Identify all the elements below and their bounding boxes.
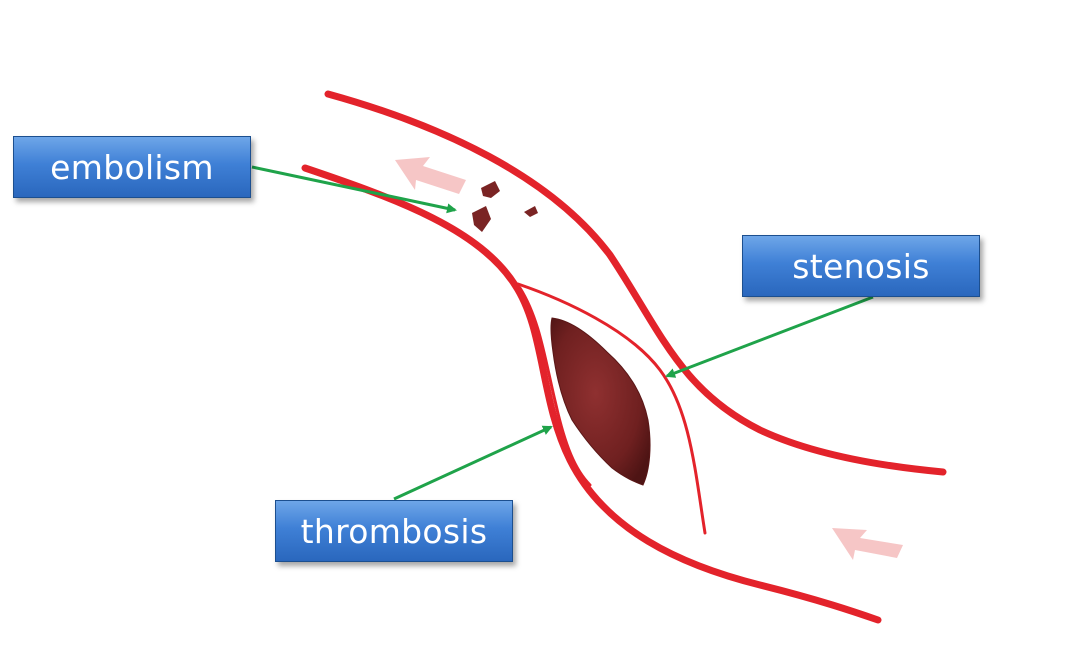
embolus-fragment-1: [481, 181, 500, 198]
pointer-arrow-stenosis: [665, 295, 874, 378]
stenosis-inner-line-lower: [518, 286, 592, 487]
stenosis-inner-line-upper: [516, 282, 707, 535]
label-thrombosis: thrombosis: [275, 500, 513, 562]
pointer-arrow-embolism: [251, 165, 457, 214]
thrombus-clot: [550, 317, 651, 486]
flow-arrow-top: [395, 157, 466, 194]
pointer-arrow-thrombosis: [393, 425, 553, 501]
vessel-wall-upper: [324, 90, 947, 476]
vessel-wall-lower: [301, 164, 882, 624]
label-embolism: embolism: [13, 136, 251, 198]
label-stenosis: stenosis: [742, 235, 980, 297]
embolus-fragment-3: [524, 206, 538, 217]
flow-arrow-bottom: [832, 528, 903, 560]
embolus-fragment-2: [472, 206, 491, 232]
